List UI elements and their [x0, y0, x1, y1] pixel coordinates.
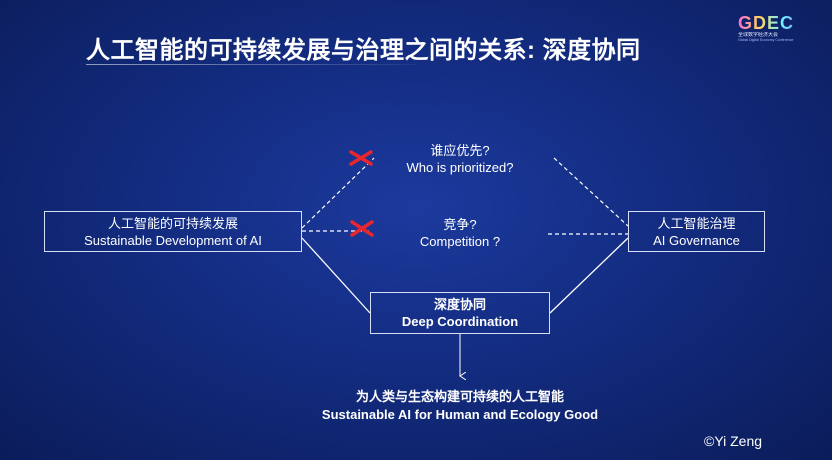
solid-link-right	[549, 237, 629, 314]
copyright-notice: ©Yi Zeng	[704, 433, 763, 449]
node-governance-cn: 人工智能治理	[657, 216, 736, 231]
label-who-en: Who is prioritized?	[406, 160, 514, 175]
gdec-logo: GDEC 全球数字经济大会 Global Digital Economy Con…	[738, 14, 804, 54]
logo-subtitle-en: Global Digital Economy Conference	[738, 38, 794, 42]
goal-cn: 为人类与生态构建可持续的人工智能	[355, 389, 564, 404]
node-sustainable-development: 人工智能的可持续发展 Sustainable Development of AI	[44, 211, 302, 252]
node-deep-en: Deep Coordination	[401, 314, 519, 329]
logo-subtitle-cn: 全球数字经济大会	[738, 32, 779, 38]
node-deep-coordination: 深度协同 Deep Coordination	[370, 292, 550, 334]
goal-en: Sustainable AI for Human and Ecology Goo…	[321, 407, 599, 422]
goal-statement: 为人类与生态构建可持续的人工智能 Sustainable AI for Huma…	[260, 388, 660, 424]
slide-title: 人工智能的可持续发展与治理之间的关系: 深度协同	[86, 37, 641, 64]
cross-icon-middle	[350, 220, 374, 237]
label-competition-cn: 竞争?	[443, 217, 477, 232]
solid-link-left	[301, 237, 371, 314]
dashed-link-upper-right	[553, 157, 629, 227]
cross-icon-upper	[349, 150, 373, 166]
label-competition: 竞争? Competition ?	[380, 216, 540, 250]
label-who-cn: 谁应优先?	[430, 143, 490, 158]
logo-word: GDEC	[738, 14, 804, 32]
node-governance-en: AI Governance	[653, 233, 740, 248]
node-ai-governance: 人工智能治理 AI Governance	[628, 211, 765, 252]
label-who-prioritized: 谁应优先? Who is prioritized?	[380, 142, 540, 176]
node-sustainable-en: Sustainable Development of AI	[84, 233, 262, 248]
title-underline	[86, 64, 416, 65]
node-sustainable-cn: 人工智能的可持续发展	[107, 216, 238, 231]
label-competition-en: Competition ?	[419, 234, 501, 249]
dashed-link-upper-left	[301, 157, 375, 229]
node-deep-cn: 深度协同	[433, 297, 486, 312]
